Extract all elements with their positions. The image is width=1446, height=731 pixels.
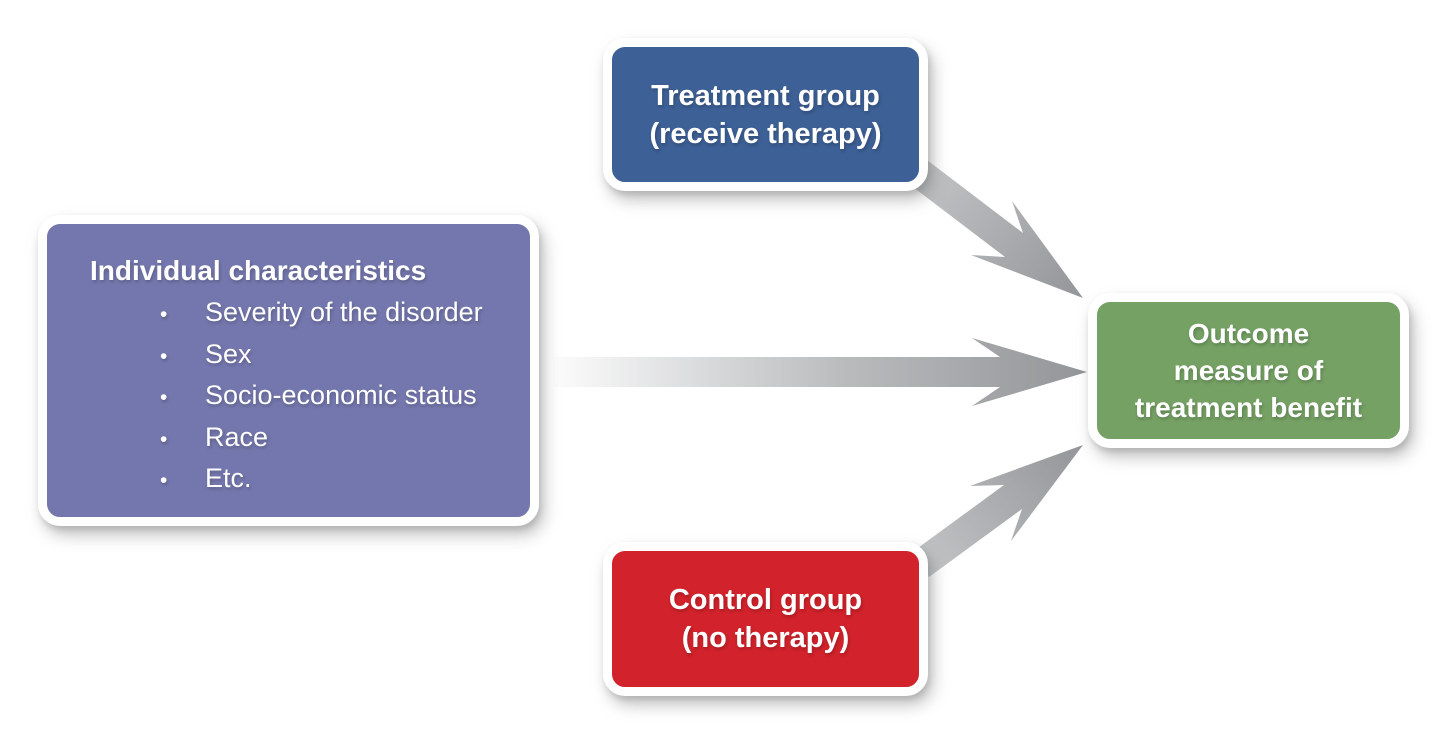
- list-item: • Etc.: [90, 459, 516, 501]
- control-group-line1: Control group: [668, 584, 863, 616]
- list-item: • Severity of the disorder: [90, 293, 516, 335]
- bullet-icon: •: [160, 427, 168, 451]
- treatment-group-line1: Treatment group: [651, 79, 880, 112]
- list-item-label: Sex: [205, 338, 252, 369]
- arrow-characteristics-to-outcome: [553, 338, 1087, 406]
- list-item-label: Socio-economic status: [205, 380, 477, 410]
- list-item-label: Severity of the disorder: [205, 297, 483, 327]
- outcome-line3: treatment benefit: [1134, 392, 1363, 423]
- list-item: • Socio-economic status: [90, 376, 516, 418]
- outcome-line2: measure of: [1173, 355, 1324, 386]
- bullet-icon: •: [160, 303, 168, 326]
- treatment-group-line2: (receive therapy): [649, 117, 882, 150]
- list-item-label: Etc.: [205, 463, 252, 493]
- arrow-treatment-to-outcome: [909, 160, 1083, 298]
- bullet-icon: •: [160, 469, 168, 492]
- characteristics-title: Individual characteristics: [90, 255, 427, 286]
- list-item: • Race: [90, 418, 516, 460]
- bullet-icon: •: [160, 344, 168, 368]
- control-group-line2: (no therapy): [681, 622, 850, 654]
- list-item: • Sex: [90, 335, 516, 377]
- characteristics-list: • Severity of the disorder • Sex • Socio…: [90, 293, 516, 501]
- list-item-label: Race: [205, 421, 269, 452]
- arrow-control-to-outcome: [911, 445, 1083, 577]
- bullet-icon: •: [160, 386, 168, 409]
- node-treatment-group: Treatment group (receive therapy): [603, 38, 928, 191]
- node-individual-characteristics: Individual characteristics • Severity of…: [38, 215, 539, 526]
- outcome-line1: Outcome: [1187, 318, 1310, 349]
- node-control-group: Control group (no therapy): [603, 542, 928, 696]
- node-outcome-measure: Outcome measure of treatment benefit: [1088, 293, 1409, 448]
